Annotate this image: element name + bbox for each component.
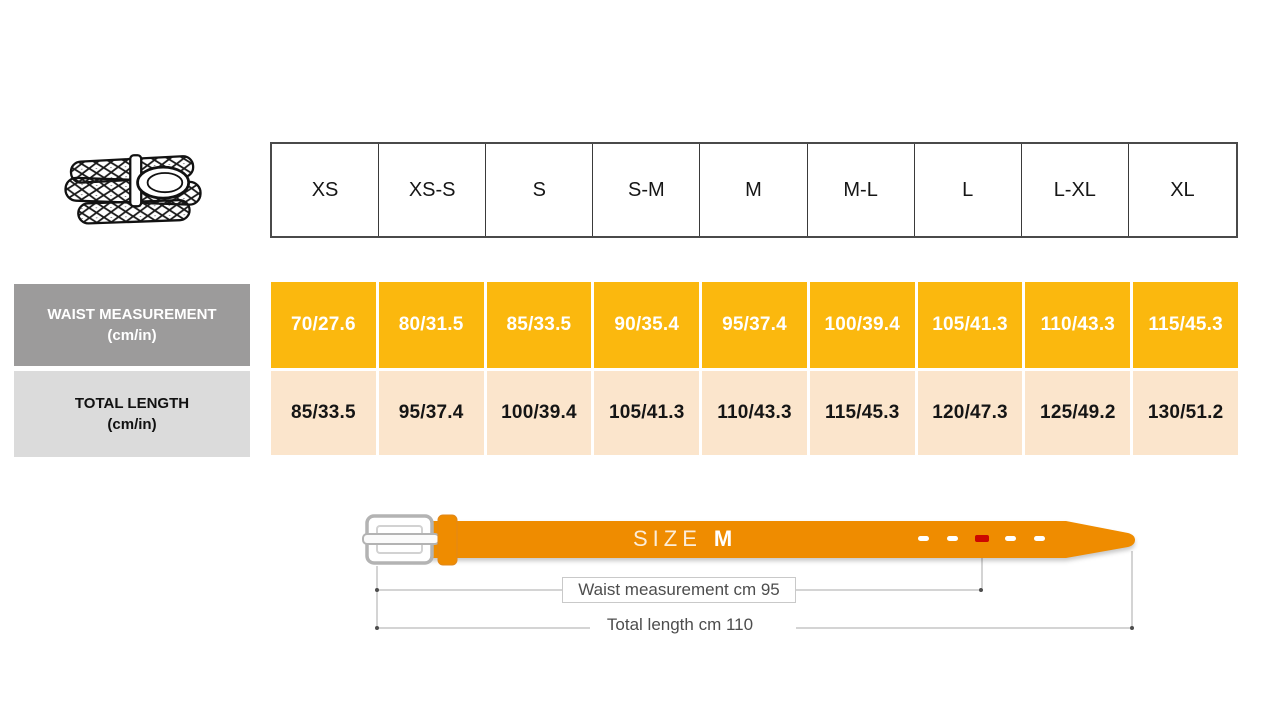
length-annotation-text: Total length cm 110 [606,615,754,634]
waist-value-cell: 80/31.5 [378,282,484,368]
length-value-cell: 100/39.4 [486,371,592,455]
size-header-cell: M-L [808,144,915,236]
waist-row-label: WAIST MEASUREMENT (cm/in) [14,284,250,366]
size-header-cell: XS-S [379,144,487,236]
waist-annotation-text: Waist measurement cm 95 [578,580,780,599]
length-row-cells: 85/33.5 95/37.4 100/39.4 105/41.3 110/43… [271,371,1238,455]
size-header-row: XS XS-S S S-M M M-L L L-XL XL [270,142,1238,238]
waist-value-cell: 100/39.4 [809,282,915,368]
belt-keeper [437,514,458,566]
waist-row-label-unit: (cm/in) [107,327,157,344]
length-value-cell: 95/37.4 [378,371,484,455]
buckle-prong [362,533,440,545]
belt-size-text: SIZE M [633,526,732,552]
size-header-cell: S-M [593,144,701,236]
belt-holes [918,535,1045,542]
size-header-cell: M [700,144,808,236]
size-header-cell: XS [272,144,380,236]
waist-value-cell: 110/43.3 [1025,282,1131,368]
waist-value-cell: 115/45.3 [1133,282,1238,368]
waist-annotation-box: Waist measurement cm 95 [562,577,796,603]
size-header-cell: XL [1170,178,1195,201]
length-row-label-unit: (cm/in) [107,416,157,433]
size-header-cell: L [915,144,1022,236]
waist-value-cell: 90/35.4 [594,282,700,368]
length-value-cell: 110/43.3 [702,371,807,455]
length-row-label-text: TOTAL LENGTH [74,395,190,412]
belt-buckle [362,514,440,565]
size-header-cell: L-XL [1022,144,1129,236]
belt-strap [412,521,1135,558]
length-value-cell: 85/33.5 [271,371,376,455]
measurement-lines [376,551,1133,629]
waist-row-label-text: WAIST MEASUREMENT [47,306,217,323]
belt-diagram [362,514,1135,630]
size-label: SIZE [633,526,702,551]
waist-value-cell: 85/33.5 [486,282,592,368]
length-value-cell: 130/51.2 [1133,371,1238,455]
waist-value-cell: 70/27.6 [271,282,376,368]
length-value-cell: 105/41.3 [594,371,700,455]
selected-hole-marker [975,535,989,542]
size-header-cell: S [486,144,594,236]
waist-row-cells: 70/27.6 80/31.5 85/33.5 90/35.4 95/37.4 … [271,282,1238,368]
braided-belt-icon-svg [64,154,202,225]
length-row-label: TOTAL LENGTH (cm/in) [14,371,250,457]
waist-value-cell: 95/37.4 [702,282,807,368]
length-value-cell: 120/47.3 [917,371,1023,455]
braided-belt-icon [60,146,206,242]
measurement-end-dots [375,588,1134,630]
waist-value-cell: 105/41.3 [917,282,1023,368]
length-value-cell: 125/49.2 [1025,371,1131,455]
length-value-cell: 115/45.3 [809,371,915,455]
size-value: M [713,526,733,551]
